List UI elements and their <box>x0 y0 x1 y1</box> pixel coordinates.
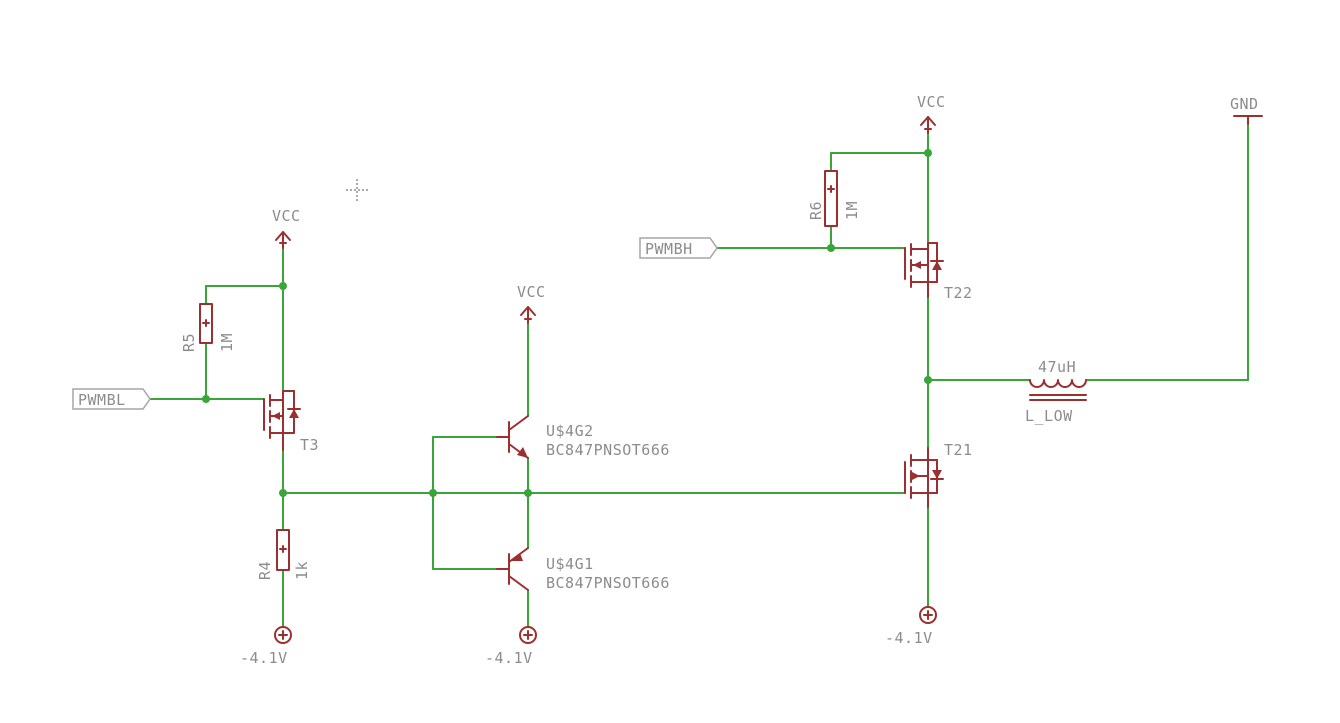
vcc-label: VCC <box>272 207 301 225</box>
vcc-label: VCC <box>917 93 946 111</box>
mosfet-t3[interactable]: T3 <box>263 390 319 454</box>
neg-supply-label: -4.1V <box>485 649 533 667</box>
t21-name: T21 <box>944 441 973 459</box>
r4-name: R4 <box>256 561 274 580</box>
inductor-value: 47uH <box>1038 358 1076 376</box>
neg-supply-label: -4.1V <box>240 649 288 667</box>
resistor-r6[interactable]: R6 1M <box>807 170 861 227</box>
gnd-label: GND <box>1230 95 1259 113</box>
port-pwmbl[interactable]: PWMBL <box>72 388 151 410</box>
neg-supply-symbol-right[interactable]: -4.1V <box>885 606 937 647</box>
wires <box>149 117 1249 628</box>
mosfet-t22[interactable]: T22 <box>904 242 973 302</box>
t22-name: T22 <box>944 284 973 302</box>
port-pwmbh[interactable]: PWMBH <box>639 237 718 259</box>
neg-supply-symbol-left[interactable]: -4.1V <box>240 626 292 667</box>
r6-name: R6 <box>807 201 825 220</box>
resistor-r5[interactable]: R5 1M <box>180 303 236 352</box>
inductor-name: L_LOW <box>1025 407 1073 425</box>
inductor-l-low[interactable]: 47uH L_LOW <box>1025 358 1087 425</box>
gnd-symbol[interactable]: GND <box>1230 95 1263 125</box>
bjt-u4g1[interactable]: U$4G1 BC847PNSOT666 <box>496 547 670 592</box>
u4g2-name: U$4G2 <box>546 422 594 440</box>
bjt-u4g2[interactable]: U$4G2 BC847PNSOT666 <box>496 415 670 459</box>
neg-supply-symbol-middle[interactable]: -4.1V <box>485 626 537 667</box>
vcc-label: VCC <box>517 283 546 301</box>
r5-value: 1M <box>218 333 236 352</box>
r6-value: 1M <box>843 201 861 220</box>
mosfet-t21[interactable]: T21 <box>904 441 973 508</box>
r5-name: R5 <box>180 333 198 352</box>
port-pwmbh-label: PWMBH <box>645 240 693 258</box>
crosshair-cursor <box>346 179 368 201</box>
u4g2-value: BC847PNSOT666 <box>546 441 670 459</box>
u4g1-value: BC847PNSOT666 <box>546 574 670 592</box>
junctions <box>202 149 932 497</box>
vcc-symbol-middle[interactable]: VCC <box>517 283 546 324</box>
t3-name: T3 <box>300 436 319 454</box>
vcc-symbol-right[interactable]: VCC <box>917 93 946 134</box>
resistor-r4[interactable]: R4 1k <box>256 529 311 580</box>
port-pwmbl-label: PWMBL <box>78 391 126 409</box>
u4g1-name: U$4G1 <box>546 555 594 573</box>
neg-supply-label: -4.1V <box>885 629 933 647</box>
r4-value: 1k <box>293 561 311 580</box>
vcc-symbol-left[interactable]: VCC <box>272 207 301 249</box>
